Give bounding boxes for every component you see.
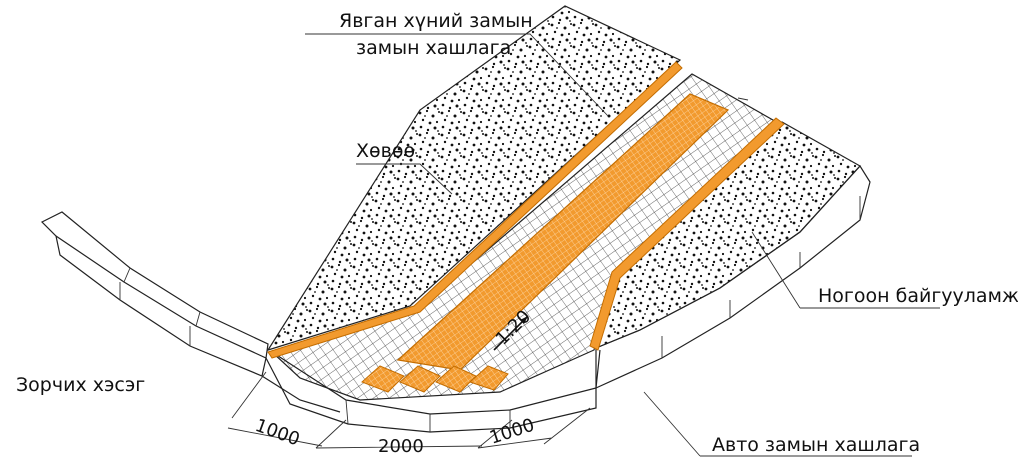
dim-left: 1000	[252, 415, 302, 450]
tactile-paving	[361, 93, 730, 393]
label-landscaping: Ногоон байгууламж	[818, 285, 1018, 307]
dim-middle: 2000	[378, 436, 424, 457]
left-curb	[40, 211, 341, 413]
leader-lines	[305, 33, 940, 457]
upper-sidewalk	[266, 5, 682, 352]
label-footpath-curb: замын хашлага	[356, 37, 511, 59]
label-road-curb: Авто замын хашлага	[712, 434, 920, 456]
label-edge: Хөвөө	[356, 140, 415, 162]
label-intersection: Зорчих хэсэг	[16, 374, 145, 396]
dimension-lines	[227, 371, 591, 449]
label-footpath: Явган хүний замын	[339, 10, 533, 32]
road-curb	[265, 349, 601, 433]
orange-curb-lines	[267, 61, 785, 359]
right-curb	[595, 165, 871, 389]
